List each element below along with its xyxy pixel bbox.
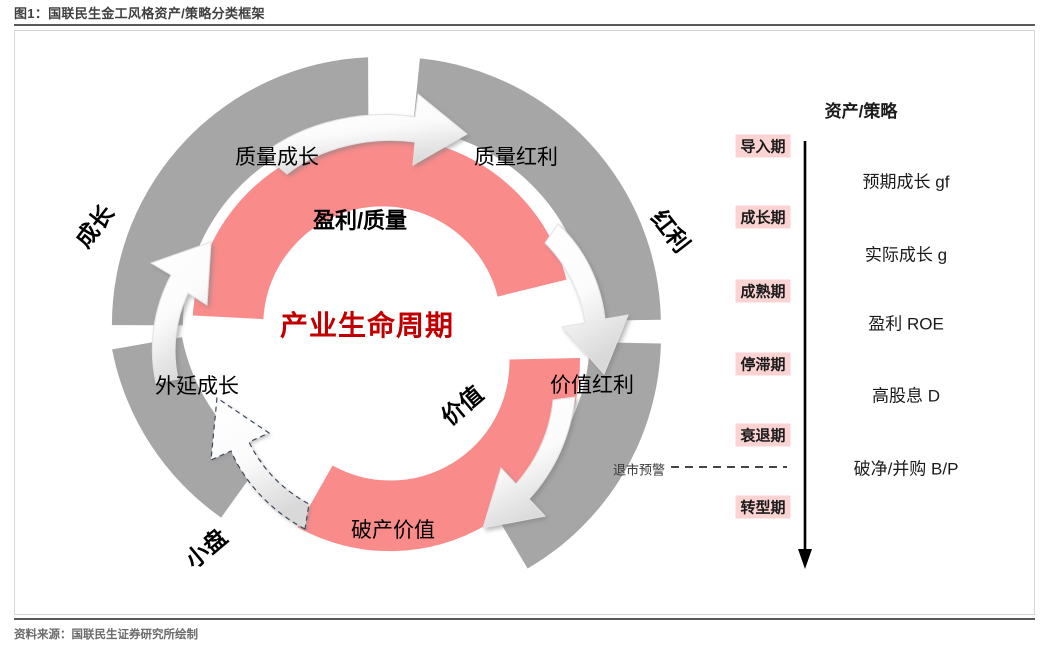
stage-axis-arrowhead bbox=[798, 549, 812, 569]
arrow-bottom-left-dashed bbox=[210, 396, 310, 530]
figure-source: 资料来源：国联民生证券研究所绘制 bbox=[14, 629, 198, 641]
footer-divider bbox=[14, 618, 1035, 620]
arrow-bottom-right bbox=[482, 396, 576, 529]
arrow-top bbox=[262, 93, 468, 175]
figure-panel: 盈利/质量 产业生命周期 质量成长 质量红利 价值红利 破产价值 外延成长 成长… bbox=[14, 30, 1035, 615]
cycle-arrows bbox=[149, 93, 629, 530]
page-title: 图1：国联民生金工风格资产/策略分类框架 bbox=[14, 6, 265, 21]
arrow-right bbox=[544, 223, 629, 375]
figure-header: 图1：国联民生金工风格资产/策略分类框架 bbox=[0, 0, 1049, 26]
industry-lifecycle-diagram bbox=[111, 57, 812, 569]
arrow-left bbox=[149, 241, 212, 384]
pink-arc-quality bbox=[192, 136, 567, 320]
gray-sector-smallcap bbox=[112, 337, 263, 518]
stage-axis bbox=[671, 141, 812, 569]
gray-sector-dividend bbox=[412, 58, 661, 321]
title-divider bbox=[14, 24, 1035, 26]
